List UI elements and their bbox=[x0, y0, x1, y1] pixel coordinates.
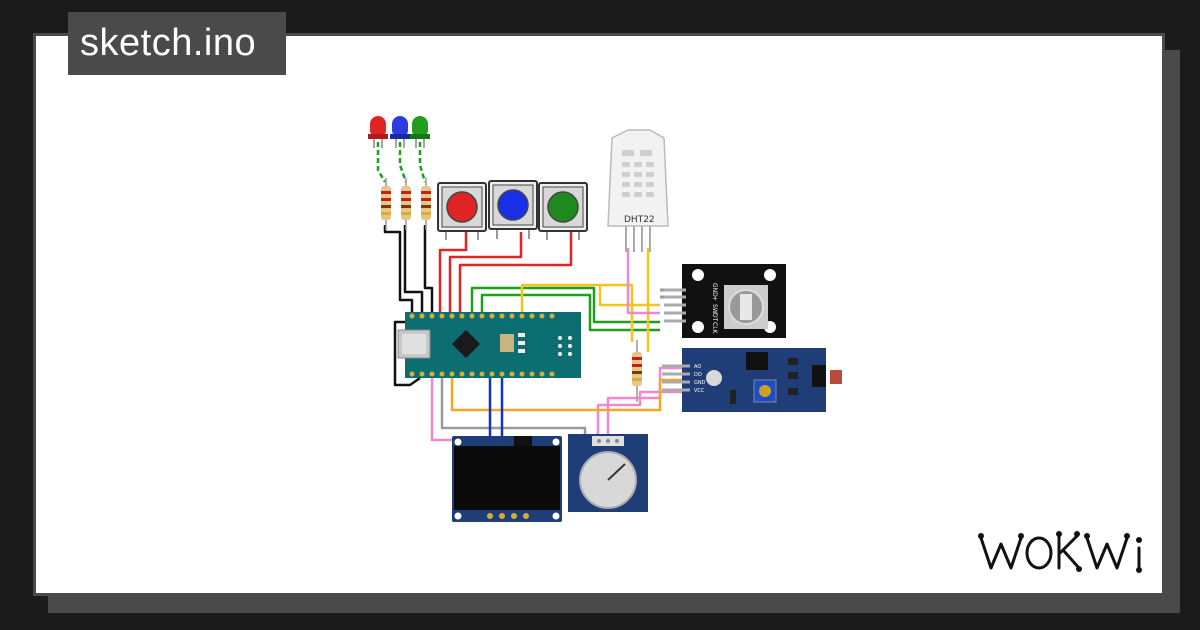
wire-black-3 bbox=[423, 225, 434, 312]
pushbutton-red[interactable] bbox=[437, 182, 487, 240]
ldr-pin-labels: AO DO GND VCC bbox=[694, 364, 706, 394]
wire-green-2 bbox=[480, 293, 660, 332]
encoder-pin-labels: GND + SW DT CLK bbox=[711, 283, 718, 335]
encoder-pin-vcc: + bbox=[711, 296, 718, 301]
wire-black-2 bbox=[403, 225, 424, 312]
ldr-pin-gnd: GND bbox=[694, 380, 706, 386]
dht22-sensor[interactable]: DHT22 bbox=[607, 129, 669, 252]
wire-pink-dht bbox=[626, 248, 660, 315]
ldr-module[interactable]: AO DO GND VCC bbox=[662, 348, 842, 412]
led-blue[interactable] bbox=[390, 116, 410, 148]
pushbutton-green[interactable] bbox=[538, 182, 588, 240]
wire-led-blue bbox=[398, 142, 408, 183]
wire-black-gnd bbox=[393, 320, 421, 387]
wire-yellow-2 bbox=[598, 285, 660, 307]
wire-green-1 bbox=[470, 286, 660, 324]
wire-led-green bbox=[418, 142, 427, 183]
arduino-nano[interactable] bbox=[397, 312, 581, 378]
resistor-group bbox=[381, 178, 642, 402]
ldr-pin-do: DO bbox=[694, 372, 702, 378]
sketch-filename-tab[interactable]: sketch.ino bbox=[68, 12, 286, 75]
encoder-pin-clk: CLK bbox=[711, 322, 718, 335]
brand-name: WOKWI bbox=[1065, 579, 1069, 581]
wire-red-1 bbox=[438, 232, 468, 312]
led-red[interactable] bbox=[368, 116, 388, 148]
oled-display[interactable] bbox=[452, 436, 562, 522]
wire-red-3 bbox=[458, 232, 573, 312]
resistor-3[interactable] bbox=[421, 178, 431, 230]
wire-led-red bbox=[376, 142, 387, 183]
wire-black-1 bbox=[383, 225, 414, 312]
encoder-pin-gnd: GND bbox=[711, 283, 718, 297]
wire-red-2 bbox=[448, 232, 523, 312]
rotary-encoder[interactable]: GND + SW DT CLK bbox=[664, 264, 786, 338]
dht22-label: DHT22 bbox=[624, 215, 655, 225]
wire-pink-4 bbox=[596, 390, 690, 440]
wire-orange-1 bbox=[450, 378, 690, 412]
sketch-filename: sketch.ino bbox=[80, 22, 257, 64]
resistor-4[interactable] bbox=[632, 340, 642, 402]
ldr-pin-ao: AO bbox=[694, 364, 701, 370]
pushbutton-blue[interactable] bbox=[488, 180, 538, 239]
encoder-pin-sw: SW bbox=[711, 304, 718, 314]
led-green[interactable] bbox=[410, 116, 430, 148]
resistor-1[interactable] bbox=[381, 178, 391, 230]
potentiometer[interactable] bbox=[568, 434, 648, 512]
encoder-pin-dt: DT bbox=[711, 313, 718, 322]
led-group bbox=[368, 116, 430, 148]
resistor-2[interactable] bbox=[401, 178, 411, 230]
wokwi-logo[interactable]: WOKWI bbox=[975, 522, 1155, 582]
ldr-pin-vcc: VCC bbox=[694, 388, 705, 394]
